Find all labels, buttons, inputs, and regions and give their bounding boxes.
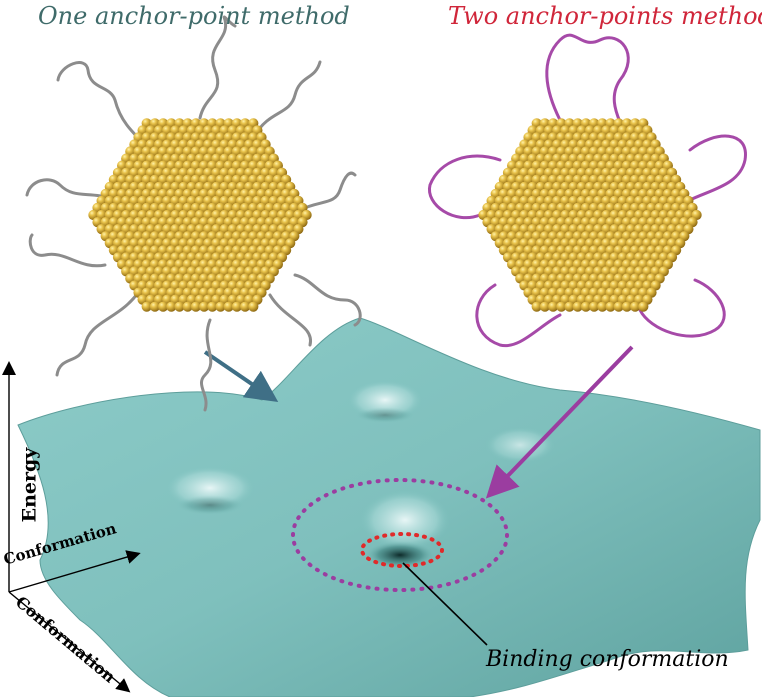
surface-peak [485, 427, 555, 463]
binding-pointer-arrow [402, 562, 488, 646]
energy-landscape-surface [17, 317, 761, 697]
binding-conformation-label: Binding conformation [486, 647, 729, 672]
gold-atom [141, 301, 152, 312]
gold-atom [531, 301, 542, 312]
gold-atom [621, 301, 633, 312]
nanoparticle-one-anchor [25, 15, 362, 412]
gold-atom [199, 301, 210, 312]
binding-region-outer-marker [291, 478, 509, 592]
gold-core-cluster [478, 118, 702, 312]
gold-atom [231, 301, 242, 312]
gold-atom [207, 301, 218, 312]
gold-atom [182, 301, 193, 312]
gold-atom [605, 301, 616, 312]
gold-atom [149, 301, 160, 312]
gold-atom [174, 301, 185, 312]
gold-atom [580, 301, 592, 312]
purple-ligands [428, 33, 747, 348]
gold-atom [539, 301, 551, 312]
gold-atom [548, 301, 559, 312]
gold-atom [597, 301, 608, 312]
purple-method-arrow [485, 345, 634, 499]
gold-atom [638, 301, 649, 312]
coordinate-axes [2, 361, 141, 693]
gold-atom [166, 301, 177, 312]
surface-peak [360, 490, 450, 550]
nanoparticle-two-anchor [428, 33, 747, 348]
teal-method-arrow [203, 350, 279, 403]
surface-well [364, 541, 436, 569]
gold-atom [240, 301, 251, 312]
gold-atom [190, 301, 201, 312]
conformation-axis-x [8, 550, 141, 593]
gold-atom [630, 301, 641, 312]
gold-atom [572, 301, 583, 312]
binding-region-inner-marker [360, 532, 444, 568]
gold-atom [564, 301, 575, 312]
left-panel-title: One anchor-point method [38, 2, 350, 30]
gold-atom [215, 301, 226, 312]
gold-core-cluster [88, 118, 312, 312]
surface-well [176, 495, 244, 515]
gray-ligands [25, 15, 362, 412]
gold-atom [248, 301, 259, 312]
energy-axis-label: Energy [18, 447, 41, 523]
gold-atom [223, 301, 234, 312]
conformation-axis-y [8, 591, 131, 693]
right-panel-title: Two anchor-points method [448, 2, 762, 30]
gold-atom [589, 301, 600, 312]
surface-well [355, 407, 415, 423]
gold-atom [613, 301, 624, 312]
gold-atom [158, 301, 169, 312]
gold-atom [556, 301, 567, 312]
